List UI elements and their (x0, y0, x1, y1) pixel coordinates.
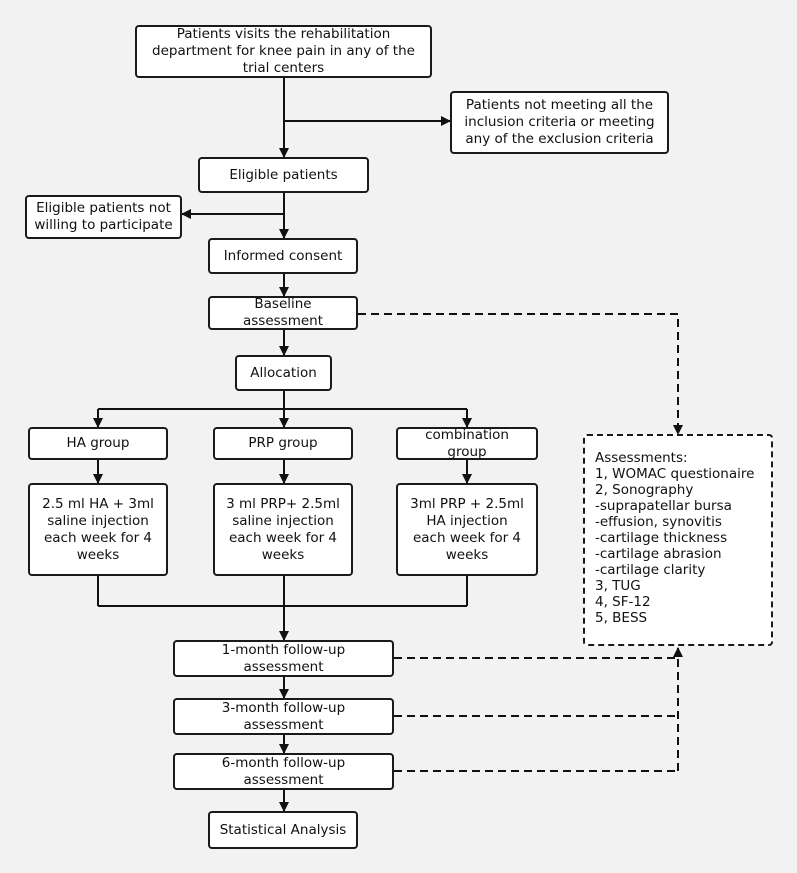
followup-3-text: 3-month follow-up assessment (221, 699, 346, 733)
assessment-item: 2, Sonography (595, 482, 694, 498)
group-ha-label: HA group (66, 435, 130, 451)
assessment-item: 5, BESS (595, 610, 648, 626)
assessment-item: -cartilage clarity (595, 562, 706, 578)
allocation-text: Allocation (250, 364, 317, 381)
treatment-prp-box: 3 ml PRP+ 2.5ml saline injection each we… (213, 483, 353, 576)
analysis-box: Statistical Analysis (208, 811, 358, 849)
baseline-text: Baseline assessment (242, 296, 324, 329)
allocation-box: Allocation (235, 355, 332, 391)
assessment-item: -cartilage abrasion (595, 546, 722, 562)
assessment-item: -suprapatellar bursa (595, 498, 732, 514)
eligible-text: Eligible patients (229, 166, 338, 183)
treatment-combination-text: 3ml PRP + 2.5ml HA injection each week f… (410, 495, 524, 563)
treatment-prp-text: 3 ml PRP+ 2.5ml saline injection each we… (226, 495, 340, 563)
consent-box: Informed consent (208, 238, 358, 274)
assessment-item: 1, WOMAC questionaire (595, 466, 755, 482)
baseline-box: Baseline assessment (208, 296, 358, 330)
assessment-item: -effusion, synovitis (595, 514, 722, 530)
start-text: Patients visits the rehabilitation depar… (152, 26, 415, 76)
assessment-item: -cartilage thickness (595, 530, 728, 546)
followup-6-box: 6-month follow-up assessment (173, 753, 394, 790)
not-willing-box: Eligible patients not willing to partici… (25, 195, 182, 239)
assessment-item: 3, TUG (595, 578, 641, 594)
start-box: Patients visits the rehabilitation depar… (135, 25, 432, 78)
analysis-text: Statistical Analysis (219, 821, 347, 838)
not-willing-text: Eligible patients not willing to partici… (34, 200, 173, 233)
dashed-baseline-assessments (358, 313, 683, 435)
treatment-combination-box: 3ml PRP + 2.5ml HA injection each week f… (396, 483, 538, 576)
followup-1-box: 1-month follow-up assessment (173, 640, 394, 677)
consent-text: Informed consent (223, 247, 343, 264)
followup-1-text: 1-month follow-up assessment (221, 641, 346, 675)
assessments-box: Assessments: 1, WOMAC questionaire 2, So… (583, 434, 773, 646)
exclusion-box: Patients not meeting all the inclusion c… (450, 91, 669, 154)
group-combination-label: combination group (425, 426, 509, 460)
group-combination-box: combination group (396, 427, 538, 460)
group-prp-label: PRP group (248, 435, 318, 451)
treatment-ha-box: 2.5 ml HA + 3ml saline injection each we… (28, 483, 168, 576)
assessment-item: 4, SF-12 (595, 594, 651, 610)
treatment-ha-text: 2.5 ml HA + 3ml saline injection each we… (42, 495, 154, 563)
followup-3-box: 3-month follow-up assessment (173, 698, 394, 735)
assessments-title: Assessments: (595, 450, 688, 466)
group-prp-box: PRP group (213, 427, 353, 460)
eligible-box: Eligible patients (198, 157, 369, 193)
exclusion-text: Patients not meeting all the inclusion c… (464, 97, 655, 147)
group-ha-box: HA group (28, 427, 168, 460)
followup-6-text: 6-month follow-up assessment (221, 754, 346, 788)
